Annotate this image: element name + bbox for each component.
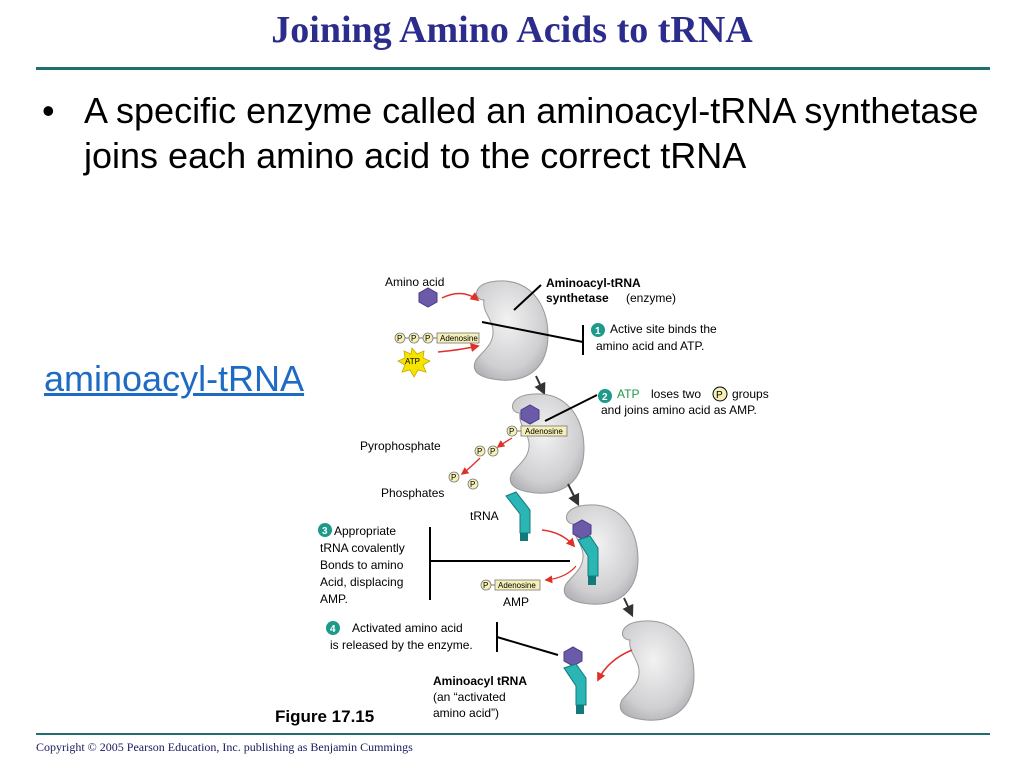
svg-text:Adenosine: Adenosine — [440, 334, 478, 343]
copyright-notice: Copyright © 2005 Pearson Education, Inc.… — [36, 740, 413, 754]
pyrophosphate-label: Pyrophosphate — [360, 439, 441, 453]
step3-line1: Appropriate — [334, 524, 396, 538]
step1-connector — [481, 321, 584, 343]
svg-text:P: P — [451, 473, 456, 482]
step1-badge — [591, 323, 605, 337]
flow-arrow-1 — [534, 375, 546, 396]
atp-chain: P P P Adenosine — [394, 332, 480, 344]
aminoacyl-trna-link[interactable]: aminoacyl-tRNA — [44, 358, 305, 399]
step4-connector — [496, 636, 559, 656]
step4-line1: Activated amino acid — [352, 621, 463, 635]
pyrophosphate-group: P P — [474, 445, 499, 457]
amp-stage2: P Adenosine — [506, 425, 568, 437]
trna-bound — [577, 535, 599, 585]
step1-line2: amino acid and ATP. — [596, 339, 704, 353]
footer-divider — [36, 733, 990, 735]
arrow-amp-release — [544, 565, 577, 584]
bullet-point: • A specific enzyme called an aminoacyl-… — [42, 88, 992, 178]
step2-badge — [598, 389, 612, 403]
step1-line1: Active site binds the — [610, 322, 717, 336]
svg-text:1: 1 — [595, 326, 601, 337]
amino-acid-released — [563, 646, 583, 667]
bullet-text: A specific enzyme called an aminoacyl-tR… — [84, 90, 979, 176]
title-divider — [36, 67, 990, 70]
enzyme-stage1 — [473, 280, 549, 381]
amino-acid-stage2 — [520, 404, 540, 425]
enzyme-stage3 — [563, 504, 639, 605]
svg-text:Adenosine: Adenosine — [498, 581, 536, 590]
phosphates-group: P P — [448, 471, 479, 490]
aminoacyl-trna-line3: amino acid”) — [433, 706, 499, 720]
trna-label: tRNA — [470, 509, 499, 523]
svg-text:P: P — [483, 581, 488, 590]
step2-atp: ATP — [617, 387, 639, 401]
svg-text:4: 4 — [330, 624, 336, 635]
step4-line2: is released by the enzyme. — [330, 638, 473, 652]
flow-arrow-3 — [622, 597, 634, 618]
step2-line1a: loses two — [651, 387, 701, 401]
step3-line5: AMP. — [320, 592, 348, 606]
enzyme-label-bold: Aminoacyl-tRNA — [546, 276, 641, 290]
enzyme-pointer — [513, 284, 542, 311]
svg-text:P: P — [425, 334, 430, 343]
step2-p-circle — [712, 386, 728, 402]
step2-pointer — [544, 394, 598, 422]
svg-text:3: 3 — [322, 526, 328, 537]
atp-starburst — [397, 347, 431, 378]
svg-text:P: P — [490, 447, 495, 456]
step3-line3: Bonds to amino — [320, 558, 404, 572]
arrow-release-pp — [496, 437, 513, 448]
step3-line4: Acid, displacing — [320, 575, 403, 589]
arrow-atp — [437, 343, 480, 353]
enzyme-stage4 — [619, 620, 695, 721]
figure-label: Figure 17.15 — [275, 707, 375, 726]
amino-acid-label: Amino acid — [385, 275, 444, 289]
arrow-amino-acid — [441, 292, 480, 302]
svg-text:P: P — [470, 480, 475, 489]
aminoacyl-trna-line2: (an “activated — [433, 690, 506, 704]
enzyme-label-bold2: synthetase — [546, 291, 609, 305]
step4-badge — [326, 621, 340, 635]
svg-text:P: P — [509, 427, 514, 436]
svg-text:2: 2 — [602, 392, 608, 403]
flow-arrow-2 — [567, 483, 580, 507]
amino-acid-stage3 — [572, 519, 592, 540]
svg-text:P: P — [477, 447, 482, 456]
arrow-pp-split — [460, 457, 481, 475]
slide-title: Joining Amino Acids to tRNA — [271, 9, 753, 51]
arrow-trna-bind — [541, 529, 576, 548]
svg-text:P: P — [411, 334, 416, 343]
step3-badge — [318, 523, 332, 537]
atp-label: ATP — [405, 357, 420, 366]
amino-acid-hexagon — [418, 287, 438, 308]
arrow-release-trna — [597, 649, 633, 682]
trna-free — [505, 491, 531, 541]
amp-released: P Adenosine — [480, 579, 541, 591]
amp-label: AMP — [503, 595, 529, 609]
step2-line2: and joins amino acid as AMP. — [601, 403, 757, 417]
aminoacyl-trna-label: Aminoacyl tRNA — [433, 674, 527, 688]
enzyme-stage2 — [509, 393, 585, 494]
svg-text:P: P — [397, 334, 402, 343]
svg-text:Adenosine: Adenosine — [525, 427, 563, 436]
step3-line2: tRNA covalently — [320, 541, 405, 555]
phosphates-label: Phosphates — [381, 486, 444, 500]
aminoacyl-trna-product — [563, 663, 587, 714]
enzyme-label-rest: (enzyme) — [626, 291, 676, 305]
svg-text:P: P — [716, 390, 723, 401]
bullet-dot: • — [42, 90, 55, 131]
step2-line1b: groups — [732, 387, 769, 401]
